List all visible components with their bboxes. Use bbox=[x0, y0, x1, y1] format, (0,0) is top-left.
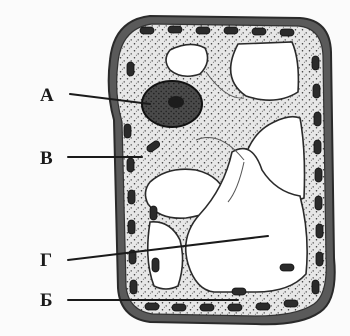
label-b: Б bbox=[40, 290, 53, 311]
label-g: Г bbox=[40, 250, 52, 271]
label-v: В bbox=[40, 148, 53, 169]
label-a: А bbox=[40, 85, 54, 106]
